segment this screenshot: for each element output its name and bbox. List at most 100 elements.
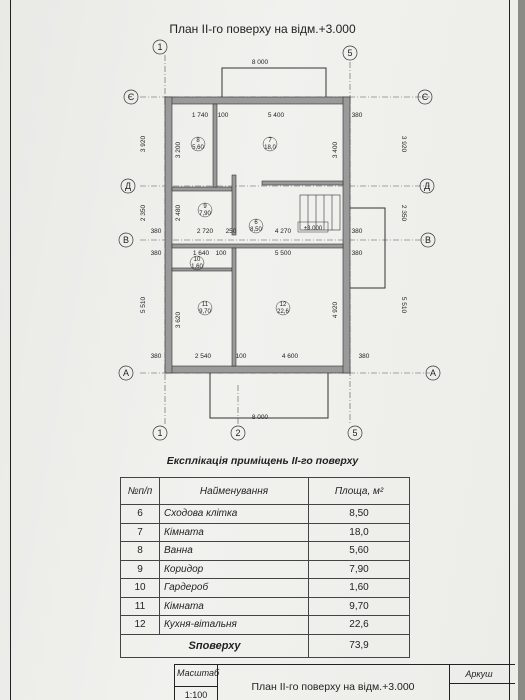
scale-label: Масштаб	[177, 668, 220, 678]
dim-250: 250	[226, 228, 237, 235]
dim-5500: 5 500	[275, 250, 292, 257]
room-11-number: 11	[202, 302, 209, 308]
room-6-area: 8,50	[250, 227, 262, 233]
dim-5400: 5 400	[268, 112, 285, 119]
total-value: 73,9	[308, 633, 410, 658]
scale-value: 1:100	[175, 686, 217, 700]
wall-room11	[231, 247, 237, 367]
axis-marker-1-top	[152, 39, 168, 55]
axis-label-5-top: 5	[347, 48, 352, 58]
axis-marker-D-left	[120, 178, 136, 194]
dim-2350-left: 2 350	[140, 204, 147, 221]
sheet-frame	[10, 0, 510, 700]
dim-4920: 4 920	[332, 301, 339, 318]
dim-5510-left: 5 510	[140, 296, 147, 313]
dim-380g: 380	[359, 353, 370, 360]
axis-label-A-right: А	[430, 368, 436, 378]
dim-balcony-top: 8 000	[252, 59, 269, 66]
dim-2350-right: 2 350	[400, 205, 407, 222]
walls	[164, 96, 351, 374]
room-8-area: 5,60	[192, 145, 204, 151]
wall-left	[164, 96, 173, 374]
wall-stair-left	[231, 174, 237, 236]
table-title: Експлікація приміщень ІІ-го поверху	[166, 455, 359, 467]
axis-label-1-top: 1	[157, 42, 162, 52]
room-6-number: 6	[254, 220, 258, 226]
top-balcony	[221, 67, 327, 97]
room-10-area: 1,60	[191, 264, 203, 270]
axis-marker-1-bottom	[152, 425, 168, 441]
dim-380a: 380	[352, 112, 363, 119]
room-8-number: 8	[196, 138, 200, 144]
axis-marker-A-left	[118, 365, 134, 381]
axis-label-E-left: Є	[128, 92, 135, 102]
dim-4600: 4 600	[282, 353, 299, 360]
wall-right	[342, 96, 351, 374]
axis-marker-E-left	[123, 89, 139, 105]
dim-balcony-bottom: 8 000	[252, 414, 269, 421]
dim-380b: 380	[151, 228, 162, 235]
axis-marker-B-left	[118, 232, 134, 248]
axis-marker-5-top	[342, 45, 358, 61]
axis-label-1-bottom: 1	[157, 428, 162, 438]
title-block: Масштаб 1:100 План ІІ-го поверху на відм…	[174, 664, 515, 700]
room-9-area: 7,90	[199, 211, 211, 217]
axis-label-E-right: Є	[422, 92, 429, 102]
dim-380d: 380	[151, 250, 162, 257]
level-mark-box	[297, 221, 329, 233]
col-header-number: №п/п	[120, 477, 160, 505]
axis-label-5-bottom: 5	[352, 428, 357, 438]
dim-5510-right: 5 510	[400, 297, 407, 314]
axis-label-D-right: Д	[424, 181, 430, 191]
wall-bath	[212, 103, 218, 188]
scale-cell: Масштаб 1:100	[175, 665, 220, 700]
sheet-label: Аркуш	[465, 669, 493, 679]
axis-label-A-left: А	[123, 368, 129, 378]
room-12-area: 22,6	[277, 309, 289, 315]
dim-1640: 1 640	[193, 250, 210, 257]
dim-100c: 100	[236, 353, 247, 360]
wall-corridor-top	[171, 186, 233, 192]
wall-top	[164, 96, 351, 105]
dim-3400: 3 400	[332, 141, 339, 158]
sheet-cell: Аркуш	[449, 665, 515, 700]
col-header-name: Найменування	[159, 477, 309, 505]
dim-1740: 1 740	[192, 112, 209, 119]
table-header-row: №п/п Найменування Площа, м²	[120, 477, 410, 505]
drawing-name-cell: План ІІ-го поверху на відм.+3.000	[217, 665, 450, 700]
axis-label-2-bottom: 2	[235, 428, 240, 438]
room-9-number: 9	[203, 204, 207, 210]
room-7-area: 18,0	[264, 145, 276, 151]
axis-marker-5-bottom	[347, 425, 363, 441]
wall-room7-bottom	[261, 180, 344, 186]
level-mark: ±3.000	[304, 226, 323, 232]
page-title: План ІІ-го поверху на відм.+3.000	[169, 22, 356, 36]
balconies	[209, 67, 386, 419]
total-label: Sповерху	[188, 639, 241, 652]
axis-markers: 1 5 1 2 5 Є Є Д Д В В А А	[118, 39, 441, 441]
col-header-area: Площа, м²	[308, 477, 410, 505]
room-10-number: 10	[194, 257, 201, 263]
right-balcony	[350, 207, 386, 289]
dim-100a: 100	[218, 112, 229, 119]
axis-marker-D-right	[419, 178, 435, 194]
dim-4270: 4 270	[275, 228, 292, 235]
dim-100b: 100	[216, 250, 227, 257]
axis-marker-2-bottom	[230, 425, 246, 441]
dim-2720: 2 720	[197, 228, 214, 235]
axis-label-D-left: Д	[125, 181, 131, 191]
axis-label-B-left: В	[123, 235, 129, 245]
axis-marker-A-right	[425, 365, 441, 381]
axis-label-B-right: В	[425, 235, 431, 245]
table-total-row: Sповерху 73,9	[120, 633, 410, 658]
room-7-number: 7	[268, 138, 272, 144]
dim-380c: 380	[352, 228, 363, 235]
dim-380f: 380	[151, 353, 162, 360]
